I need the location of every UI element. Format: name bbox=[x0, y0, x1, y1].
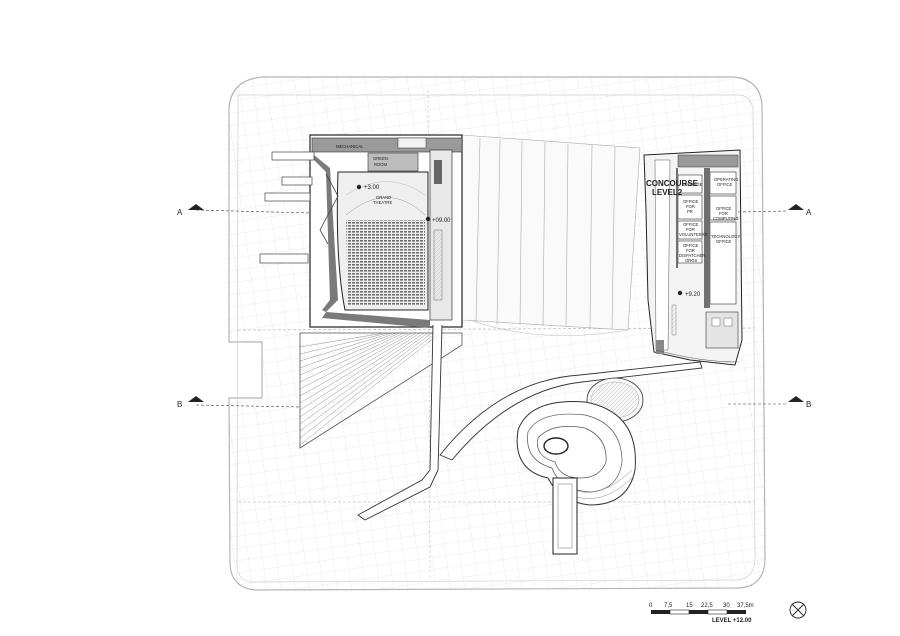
scale-tick-4: 30 bbox=[723, 603, 730, 609]
section-b-right: B bbox=[806, 400, 811, 409]
section-a-left: A bbox=[177, 208, 183, 217]
office-vol-label-3: VOLUNTEERS bbox=[679, 232, 708, 237]
stadium-roof-ribs bbox=[461, 134, 641, 336]
scale-bar: 0 7,5 15 22,5 30 37,5m LEVEL +12.00 bbox=[649, 603, 754, 624]
office-comp-label-2: FOR bbox=[719, 211, 728, 216]
grand-theatre-labels: MECHANICAL GREEN ROOM GRAND THEATRE +3.0… bbox=[336, 144, 451, 224]
north-arrow-icon bbox=[789, 601, 807, 619]
stage-elevation: +3.00 bbox=[364, 185, 380, 191]
tech-office-label-1: TECHNOLOGY bbox=[711, 234, 741, 239]
scale-tick-5: 37,5m bbox=[737, 603, 754, 609]
scale-tick-3: 22,5 bbox=[701, 603, 713, 609]
office-comp-label-3: COMPUTING bbox=[713, 216, 739, 221]
concourse-elevation: +9.20 bbox=[685, 292, 701, 298]
seating-fan-lines bbox=[299, 332, 463, 449]
concourse-office-block bbox=[643, 149, 743, 366]
green-room-label-1: GREEN bbox=[373, 156, 388, 161]
tech-office-label-2: OFFICE bbox=[716, 239, 732, 244]
section-a-right: A bbox=[806, 208, 812, 217]
storage-label: STORAGE bbox=[682, 182, 703, 187]
mechanical-label: MECHANICAL bbox=[336, 144, 364, 149]
ramps-and-pavilion bbox=[357, 324, 703, 555]
office-vol-label-1: OFFICE bbox=[683, 222, 699, 227]
concourse-title-line2: LEVEL2 bbox=[652, 188, 683, 197]
section-markers: A A B B bbox=[177, 204, 812, 409]
scale-tick-0: 0 bbox=[649, 603, 653, 609]
concourse-title-line1: CONCOURSE bbox=[646, 179, 699, 188]
operating-office-label-1: OPERATING bbox=[714, 177, 738, 182]
office-pr-label-3: PR bbox=[687, 209, 693, 214]
office-disp-label-4: ORGS bbox=[685, 258, 698, 263]
level-title: LEVEL +12.00 bbox=[712, 618, 752, 624]
office-pr-label-1: OFFICE bbox=[683, 199, 699, 204]
office-disp-label-1: OFFICE bbox=[683, 243, 699, 248]
operating-office-label-2: OFFICE bbox=[717, 182, 733, 187]
office-comp-label-1: OFFICE bbox=[716, 206, 732, 211]
office-vol-label-2: FOR bbox=[686, 227, 695, 232]
green-room-label-2: ROOM bbox=[374, 162, 388, 167]
grand-theatre-label-1: GRAND bbox=[376, 195, 391, 200]
office-disp-label-2: FOR bbox=[686, 248, 695, 253]
entry-elevation: +09.00 bbox=[432, 218, 451, 224]
section-b-left: B bbox=[177, 400, 182, 409]
grand-theatre-block bbox=[259, 134, 463, 328]
scale-tick-2: 15 bbox=[686, 603, 693, 609]
office-pr-label-2: FOR bbox=[686, 204, 695, 209]
grand-theatre-label-2: THEATRE bbox=[373, 200, 392, 205]
concourse-office-labels: CONCOURSE LEVEL2 STORAGE OPERATING OFFIC… bbox=[646, 177, 741, 298]
scale-tick-1: 7,5 bbox=[664, 603, 673, 609]
office-disp-label-3: DISPATCHER bbox=[679, 253, 705, 258]
